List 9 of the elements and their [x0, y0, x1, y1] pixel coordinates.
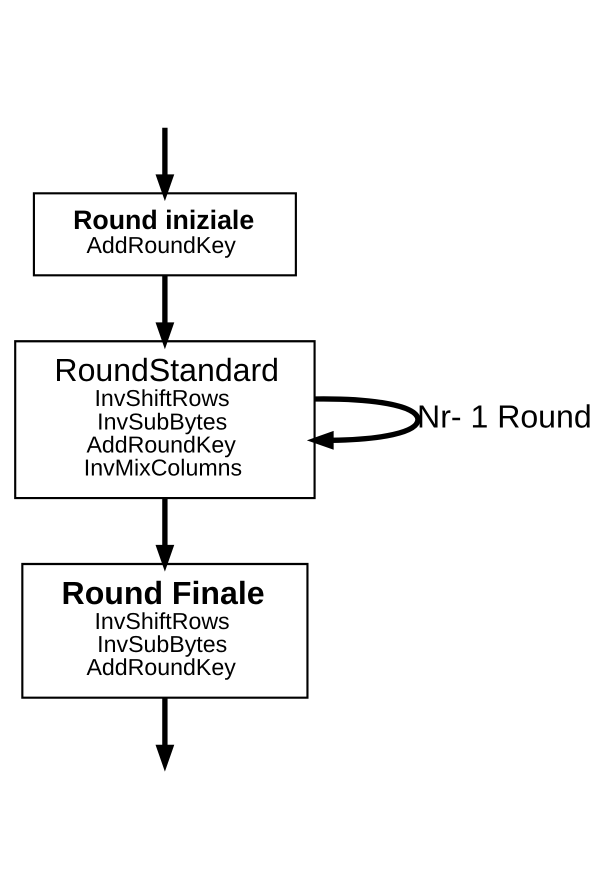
arrow — [156, 698, 174, 772]
node-box: RoundStandard InvShiftRows InvSubBytes AddRoundKey InvMixColumns — [14, 340, 316, 499]
node-box: Round Finale InvShiftRows InvSubBytes AddRoundKey — [21, 562, 309, 698]
arrow — [306, 396, 421, 450]
arrow — [156, 127, 174, 201]
edge-label: Nr- 1 Round — [417, 398, 592, 434]
node-box: Round iniziale AddRoundKey — [32, 192, 297, 276]
arrow — [156, 498, 174, 572]
arrow — [156, 275, 174, 349]
